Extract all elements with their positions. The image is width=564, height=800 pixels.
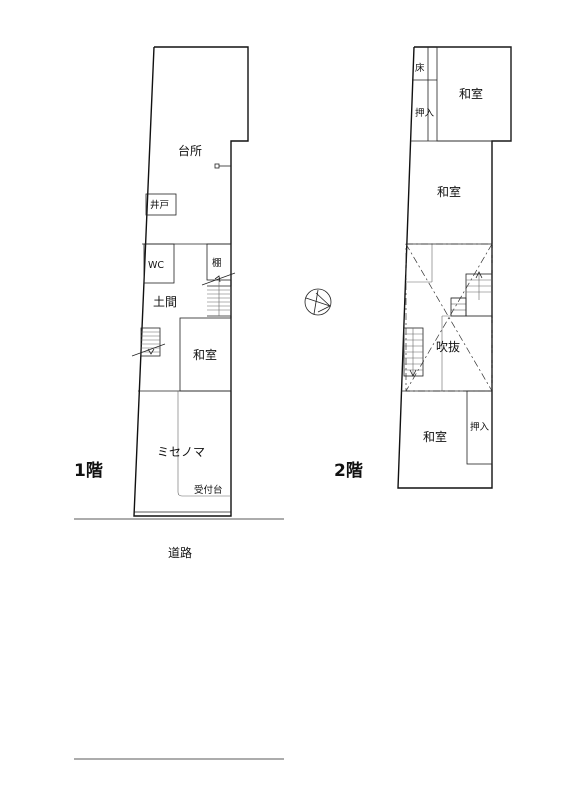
label-washitsu-floor1: 和室 xyxy=(193,347,217,362)
label-shelf: 棚 xyxy=(212,257,222,269)
reception-counter-line xyxy=(177,391,231,497)
label-fukinuke: 吹抜 xyxy=(436,340,460,354)
label-reception: 受付台 xyxy=(194,484,223,496)
stair-lower-floor2 xyxy=(403,327,424,377)
label-wc: WC xyxy=(148,260,164,271)
stair-upper-floor1 xyxy=(201,272,236,317)
north-arrow-icon xyxy=(304,288,332,316)
label-washitsu-mid: 和室 xyxy=(437,184,461,199)
floor-1-outer-wall xyxy=(133,46,249,517)
floor-2-title: 2階 xyxy=(334,461,363,481)
label-oshiire-top: 押入 xyxy=(415,107,435,119)
label-washitsu-top: 和室 xyxy=(459,86,483,101)
kitchen-fixture-mark xyxy=(214,163,220,169)
label-misenoma: ミセノマ xyxy=(157,445,205,459)
label-oshiire-bottom: 押入 xyxy=(470,421,490,433)
stair-lower-floor1 xyxy=(131,327,166,357)
stair-upper-floor2 xyxy=(450,271,493,317)
floor-1-title: 1階 xyxy=(74,461,103,481)
label-washitsu-bottom: 和室 xyxy=(423,429,447,444)
label-well: 井戸 xyxy=(150,199,169,211)
label-toko: 床 xyxy=(415,62,425,74)
floor-2-plan: 床 押入 和室 和室 吹抜 和室 押入 2階 xyxy=(334,46,512,489)
label-doma: 土間 xyxy=(153,295,177,309)
floor-1-plan: 台所 井戸 WC 棚 土間 和室 ミセノマ 受付台 1階 xyxy=(74,46,249,517)
wc-room xyxy=(143,243,175,284)
well-box xyxy=(145,193,177,216)
label-road: 道路 xyxy=(168,545,192,560)
label-kitchen: 台所 xyxy=(178,143,202,158)
oshiire-bottom-room xyxy=(466,390,493,465)
fukinuke-diagonal-2 xyxy=(405,243,493,392)
